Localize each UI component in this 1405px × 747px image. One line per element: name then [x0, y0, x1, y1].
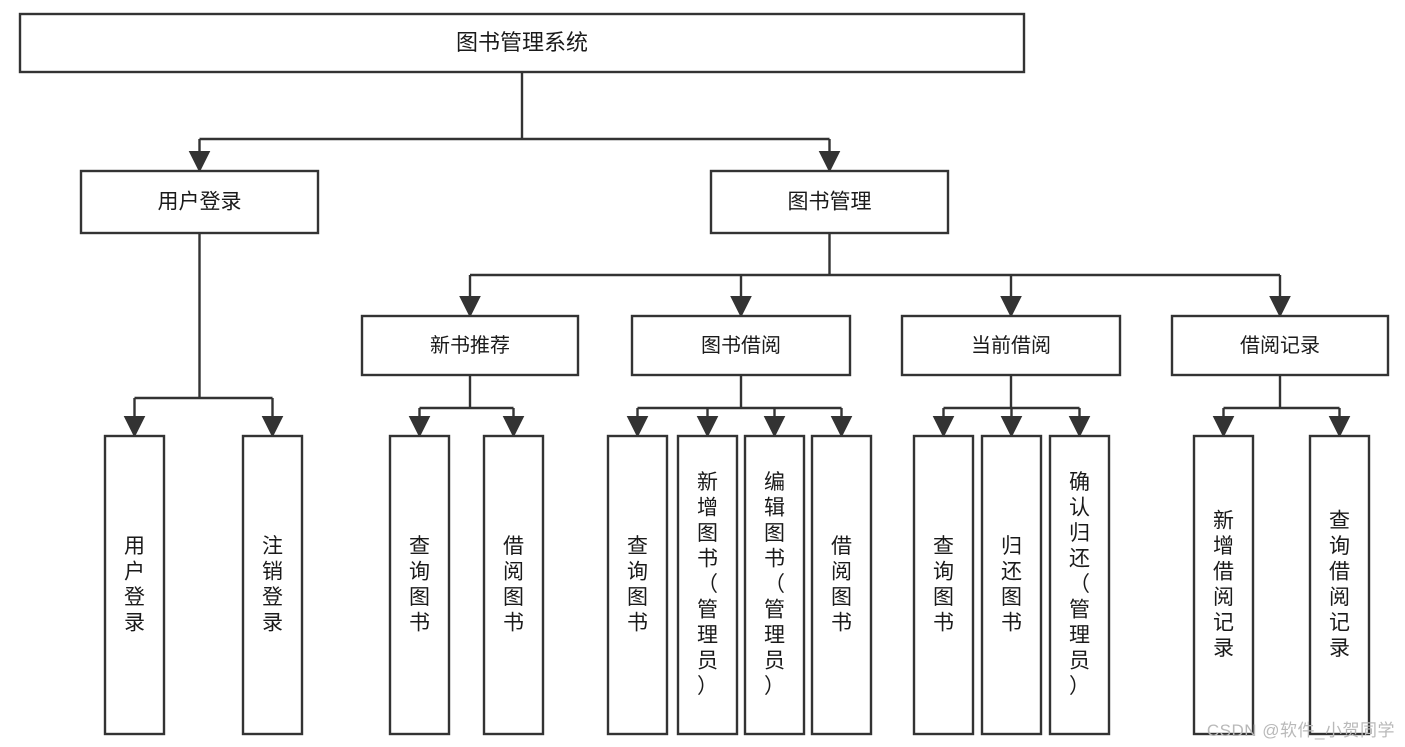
node-leaf-borrow-book-new[interactable]: 借阅图书: [482, 434, 545, 736]
node-root-root-rect[interactable]: [18, 12, 1026, 74]
node-leaf-add-borrow-record[interactable]: 新增借阅记录: [1192, 434, 1255, 736]
connector-root-to-level1: [188, 72, 841, 173]
connector-borrow-record-to-leaves: [1212, 375, 1351, 438]
node-leaf-borrow-book-new-label: 借阅图书: [503, 534, 524, 634]
node-leaf-user-login[interactable]: 用户登录: [103, 434, 166, 736]
node-book-borrow-label: 图书借阅: [701, 334, 781, 357]
node-leaf-add-book-admin-rect[interactable]: [676, 434, 739, 736]
node-leaf-confirm-return-admin-rect[interactable]: [1048, 434, 1111, 736]
node-new-book-recommend-rect[interactable]: [360, 314, 580, 377]
node-book-management[interactable]: 图书管理: [709, 169, 950, 235]
node-leaf-query-book-new-rect[interactable]: [388, 434, 451, 736]
node-leaf-query-book-borrow[interactable]: 查询图书: [606, 434, 669, 736]
node-leaf-add-borrow-record-label: 新增借阅记录: [1213, 509, 1234, 660]
connector-new-book-recommend-to-leaves: [408, 375, 525, 438]
node-leaf-add-book-admin-label: 新增图书（管理员）: [697, 471, 718, 698]
connector-layer: [123, 72, 1351, 438]
csdn-watermark: CSDN @软件_小贺同学: [1206, 721, 1395, 740]
node-book-management-label: 图书管理: [788, 191, 872, 214]
node-leaf-user-login-label: 用户登录: [124, 534, 145, 634]
node-book-borrow[interactable]: 图书借阅: [630, 314, 852, 377]
node-leaf-add-book-admin[interactable]: 新增图书（管理员）: [676, 434, 739, 736]
node-leaf-logout-login-label: 注销登录: [262, 534, 283, 634]
node-leaf-borrow-book-new-rect[interactable]: [482, 434, 545, 736]
connector-current-borrow-to-leaves: [932, 375, 1091, 438]
node-leaf-return-book-label: 归还图书: [1001, 534, 1022, 634]
node-user-login[interactable]: 用户登录: [79, 169, 320, 235]
node-root-root[interactable]: 图书管理系统: [18, 12, 1026, 74]
node-leaf-query-borrow-record-rect[interactable]: [1308, 434, 1371, 736]
node-new-book-recommend-label: 新书推荐: [430, 334, 510, 357]
connector-book-management-to-level2: [459, 233, 1291, 318]
node-leaf-query-book-current-rect[interactable]: [912, 434, 975, 736]
node-user-login-label: 用户登录: [158, 191, 242, 214]
node-leaf-borrow-book-label: 借阅图书: [831, 534, 852, 634]
node-leaf-return-book-rect[interactable]: [980, 434, 1043, 736]
node-leaf-query-book-new[interactable]: 查询图书: [388, 434, 451, 736]
node-book-management-rect[interactable]: [709, 169, 950, 235]
node-leaf-query-book-borrow-label: 查询图书: [627, 534, 648, 634]
node-borrow-record-label: 借阅记录: [1240, 334, 1320, 357]
node-leaf-logout-login-rect[interactable]: [241, 434, 304, 736]
node-leaf-query-borrow-record-label: 查询借阅记录: [1329, 509, 1350, 660]
node-current-borrow-rect[interactable]: [900, 314, 1122, 377]
node-leaf-confirm-return-admin-label: 确认归还（管理员）: [1069, 471, 1090, 698]
node-new-book-recommend[interactable]: 新书推荐: [360, 314, 580, 377]
node-leaf-query-book-current-label: 查询图书: [933, 534, 954, 634]
node-leaf-user-login-rect[interactable]: [103, 434, 166, 736]
node-leaf-return-book[interactable]: 归还图书: [980, 434, 1043, 736]
node-leaf-query-borrow-record[interactable]: 查询借阅记录: [1308, 434, 1371, 736]
node-leaf-edit-book-admin[interactable]: 编辑图书（管理员）: [743, 434, 806, 736]
node-leaf-edit-book-admin-rect[interactable]: [743, 434, 806, 736]
node-borrow-record-rect[interactable]: [1170, 314, 1390, 377]
node-leaf-query-book-borrow-rect[interactable]: [606, 434, 669, 736]
node-current-borrow[interactable]: 当前借阅: [900, 314, 1122, 377]
node-user-login-rect[interactable]: [79, 169, 320, 235]
node-leaf-add-borrow-record-rect[interactable]: [1192, 434, 1255, 736]
node-borrow-record[interactable]: 借阅记录: [1170, 314, 1390, 377]
node-root-root-label: 图书管理系统: [456, 30, 588, 55]
node-leaf-logout-login[interactable]: 注销登录: [241, 434, 304, 736]
connector-book-borrow-to-leaves: [626, 375, 853, 438]
node-current-borrow-label: 当前借阅: [971, 334, 1051, 357]
node-leaf-confirm-return-admin[interactable]: 确认归还（管理员）: [1048, 434, 1111, 736]
node-leaf-borrow-book[interactable]: 借阅图书: [810, 434, 873, 736]
connector-user-login-to-leaves: [123, 233, 284, 438]
node-leaf-borrow-book-rect[interactable]: [810, 434, 873, 736]
node-leaf-edit-book-admin-label: 编辑图书（管理员）: [764, 471, 785, 698]
node-leaf-query-book-current[interactable]: 查询图书: [912, 434, 975, 736]
node-layer: 图书管理系统用户登录图书管理新书推荐图书借阅当前借阅借阅记录用户登录注销登录查询…: [18, 12, 1390, 736]
node-leaf-query-book-new-label: 查询图书: [409, 534, 430, 634]
node-book-borrow-rect[interactable]: [630, 314, 852, 377]
